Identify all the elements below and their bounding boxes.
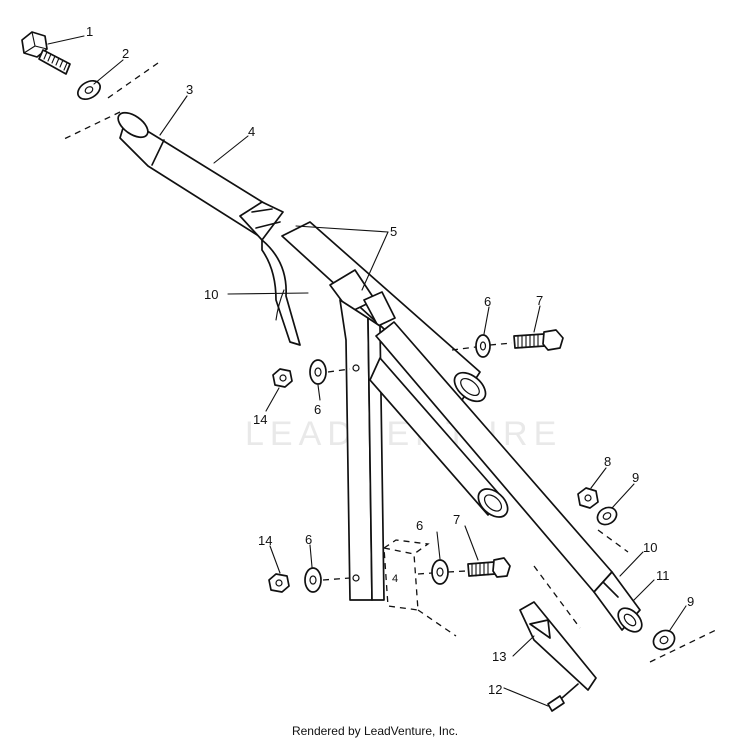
callout-1: 1 xyxy=(86,24,93,39)
part-14-nut-lower xyxy=(268,573,290,593)
upper-tube-assembly xyxy=(117,111,284,241)
callout-6-upper-right: 6 xyxy=(484,294,491,309)
part-6-washer-lower-center xyxy=(431,559,449,585)
part-11-pivot-shaft xyxy=(593,571,643,633)
axis-line-7 xyxy=(489,342,513,346)
axis-line-lower-right xyxy=(649,629,717,663)
callout-6-upper-left: 6 xyxy=(314,402,321,417)
callout-14-lower: 14 xyxy=(258,533,272,548)
part-7-bolt-upper xyxy=(513,329,564,351)
part-2-washer xyxy=(77,79,101,101)
center-bracket-plate xyxy=(339,299,385,601)
leader-lines xyxy=(47,35,687,707)
callout-labels: 1 2 3 4 5 10 6 7 14 6 8 9 10 11 9 14 6 6… xyxy=(86,24,694,697)
part-6-washer-upper-right xyxy=(475,334,491,358)
callout-4: 4 xyxy=(248,124,255,139)
callout-9-lower: 9 xyxy=(687,594,694,609)
lower-tube xyxy=(369,321,613,593)
callout-5: 5 xyxy=(390,224,397,239)
callout-7-upper: 7 xyxy=(536,293,543,308)
callout-14-upper: 14 xyxy=(253,412,267,427)
callout-10-upper: 10 xyxy=(204,287,218,302)
callout-13: 13 xyxy=(492,649,506,664)
left-side-plate xyxy=(261,239,301,346)
axis-line-6 xyxy=(451,346,477,351)
axis-line-14-lower xyxy=(322,577,351,581)
callout-3: 3 xyxy=(186,82,193,97)
axis-line-7-lower xyxy=(447,570,467,573)
part-1-hex-bolt xyxy=(21,31,71,75)
callout-6-lower-left: 6 xyxy=(305,532,312,547)
callout-7-lower: 7 xyxy=(453,512,460,527)
part-12-bolt xyxy=(547,683,579,712)
callout-12: 12 xyxy=(488,682,502,697)
part-9-washer-upper xyxy=(596,506,618,526)
dashed-bracket-outline: 4 xyxy=(383,539,457,637)
callout-8: 8 xyxy=(604,454,611,469)
part-8-nut xyxy=(577,487,599,509)
credit-text: Rendered by LeadVenture, Inc. xyxy=(291,724,459,738)
callout-11: 11 xyxy=(656,568,670,583)
watermark-text: LEADVENTURE xyxy=(245,415,562,453)
part-14-nut-upper xyxy=(272,368,293,388)
part-13-blade xyxy=(519,601,597,691)
callout-10-lower: 10 xyxy=(643,540,657,555)
svg-text:4: 4 xyxy=(392,573,398,585)
axis-line-6-lower xyxy=(417,572,433,575)
axis-line-top-left xyxy=(61,111,121,141)
part-7-bolt-lower xyxy=(467,557,511,578)
axis-line-blade xyxy=(533,565,581,629)
axis-line-14-upper xyxy=(327,368,351,373)
part-9-washer-lower xyxy=(652,629,676,651)
callout-9-upper: 9 xyxy=(632,470,639,485)
callout-6-lower-center: 6 xyxy=(416,518,423,533)
part-6-washer-upper-left xyxy=(309,359,327,385)
part-6-washer-lower-left xyxy=(304,567,322,593)
axis-line-9 xyxy=(597,529,629,553)
callout-2: 2 xyxy=(122,46,129,61)
